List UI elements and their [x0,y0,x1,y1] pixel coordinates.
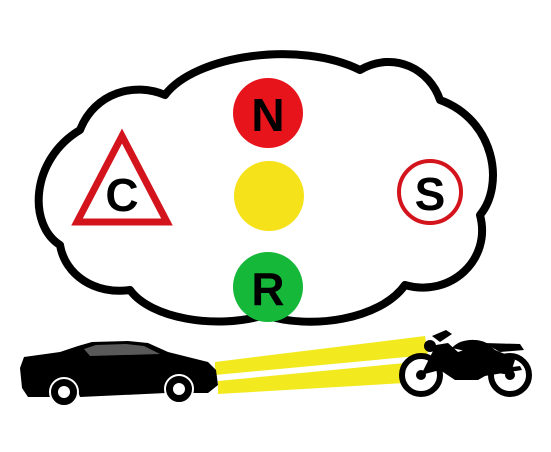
letter-r: R [251,263,284,315]
car-rear-hub [58,386,70,398]
red-light-circle [233,78,303,148]
moto-tank [452,339,495,352]
green-light: R [233,252,303,322]
letter-s: S [415,168,446,220]
motorcycle-icon [399,330,532,397]
moto-front-wheel [399,353,443,397]
car-beam [215,336,428,375]
motorcycle-beam [218,363,405,394]
circle-sign-icon: S [397,159,463,225]
car-front-hub [173,383,185,395]
headlight-beams [215,336,428,394]
letter-c: C [105,169,138,221]
moto-seat [484,343,524,352]
moto-rear-wheel [488,353,532,397]
red-light: N [233,78,303,148]
green-light-circle [233,252,303,322]
circle-sign-border [397,159,463,225]
moto-handlebar [432,330,452,342]
car-icon [20,341,218,407]
amber-light [234,161,304,231]
warning-triangle-icon: C [71,128,173,226]
triangle-border [71,128,173,226]
letter-n: N [251,89,284,141]
moto-headlight [424,340,436,352]
moto-exhaust [470,366,522,378]
car-window [84,344,160,356]
